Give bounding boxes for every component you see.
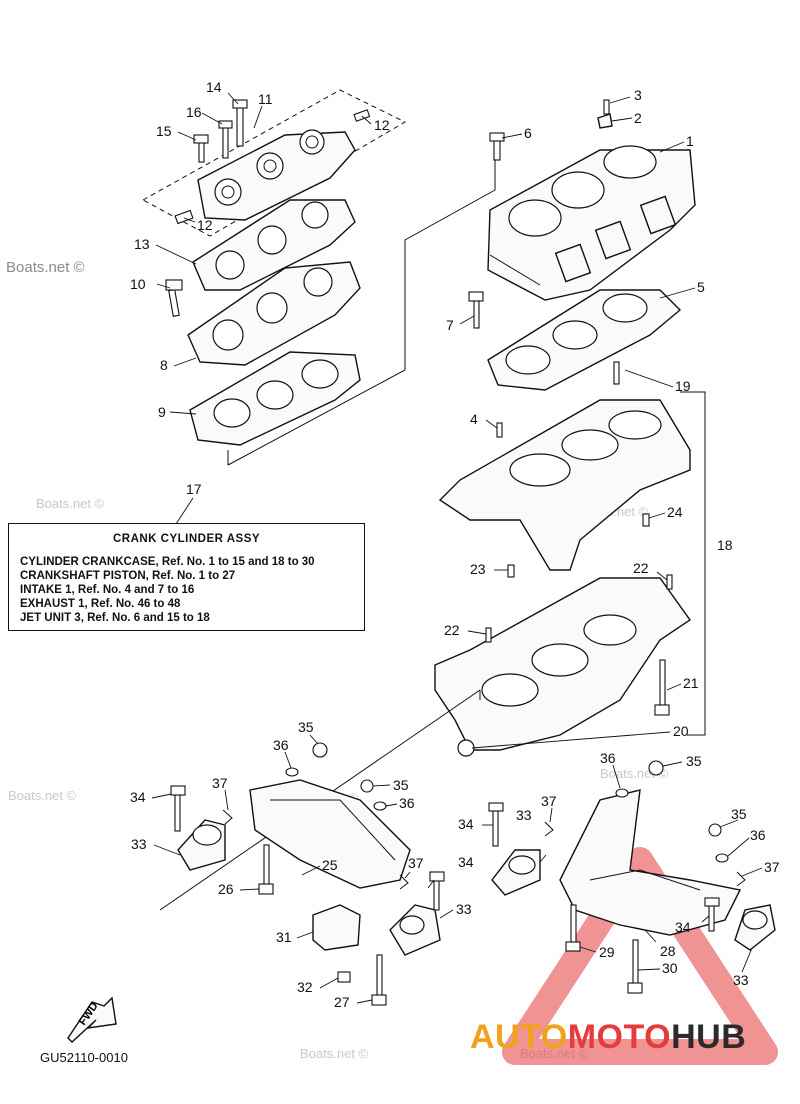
callout-number: 28 <box>660 943 676 959</box>
leader-lines <box>151 92 763 1004</box>
callout-number: 37 <box>212 775 228 791</box>
callout-number: 35 <box>393 777 409 793</box>
callout-number: 33 <box>131 836 147 852</box>
brand-logo: AUTOMOTOHUB <box>470 1018 746 1057</box>
engine-mount-left <box>170 742 445 1006</box>
callout-number: 22 <box>633 560 649 576</box>
callout-number: 31 <box>276 929 292 945</box>
callout-number: 35 <box>686 753 702 769</box>
callout-number: 16 <box>186 104 202 120</box>
callout-number: 8 <box>160 357 168 373</box>
callout-number: 13 <box>134 236 150 252</box>
watermark: Boats.net © <box>300 1046 369 1061</box>
callout-number: 3 <box>634 87 642 103</box>
callout-number: 27 <box>334 994 350 1010</box>
callout-number: 33 <box>456 901 472 917</box>
brand-part-hub: HUB <box>671 1018 747 1056</box>
callout-number: 18 <box>717 537 733 553</box>
callout-number: 22 <box>444 622 460 638</box>
callout-numbers: 1 2 3 4 5 6 7 8 9 10 11 12 12 13 14 15 1… <box>130 79 780 1010</box>
callout-number: 37 <box>764 859 780 875</box>
callout-number: 2 <box>634 110 642 126</box>
assy-title: CRANK CYLINDER ASSY <box>112 533 261 545</box>
callout-number: 37 <box>541 793 557 809</box>
callout-number: 1 <box>686 133 694 149</box>
callout-number: 25 <box>322 857 338 873</box>
callout-number: 36 <box>399 795 415 811</box>
callout-number: 21 <box>683 675 699 691</box>
callout-number: 33 <box>733 972 749 988</box>
intake-manifold-group <box>142 89 496 466</box>
brand-part-auto: AUTO <box>470 1018 568 1056</box>
callout-number: 35 <box>298 719 314 735</box>
callout-number: 15 <box>156 123 172 139</box>
callout-number: 14 <box>206 79 222 95</box>
callout-number: 12 <box>374 117 390 133</box>
callout-number: 11 <box>258 91 273 107</box>
callout-number: 34 <box>458 816 474 832</box>
assy-row: CYLINDER CRANKCASE, Ref. No. 1 to 15 and… <box>20 556 315 568</box>
callout-number: 19 <box>675 378 691 394</box>
callout-number: 32 <box>297 979 313 995</box>
callout-number: 20 <box>673 723 689 739</box>
callout-number: 37 <box>408 855 424 871</box>
assy-row: CRANKSHAFT PISTON, Ref. No. 1 to 27 <box>20 570 236 582</box>
callout-number: 7 <box>446 317 454 333</box>
callout-number: 33 <box>516 807 532 823</box>
callout-number: 17 <box>186 481 202 497</box>
lower-crankcase <box>434 391 706 757</box>
callout-number: 34 <box>130 789 146 805</box>
callout-number: 30 <box>662 960 678 976</box>
callout-number: 36 <box>273 737 289 753</box>
crank-cylinder-assy-box: CRANK CYLINDER ASSY CYLINDER CRANKCASE, … <box>8 523 365 631</box>
callout-number: 12 <box>197 217 213 233</box>
diagram-code: GU52110-0010 <box>40 1050 128 1065</box>
cylinder-block <box>487 99 696 301</box>
watermark: Boats.net © <box>36 496 105 511</box>
upper-crankcase <box>438 361 691 578</box>
engine-mount-right <box>488 760 776 994</box>
callout-number: 36 <box>600 750 616 766</box>
callout-number: 36 <box>750 827 766 843</box>
callout-number: 34 <box>458 854 474 870</box>
callout-number: 24 <box>667 504 683 520</box>
assy-row: INTAKE 1, Ref. No. 4 and 7 to 16 <box>20 584 195 596</box>
callout-number: 26 <box>218 881 234 897</box>
assy-row: EXHAUST 1, Ref. No. 46 to 48 <box>20 598 181 610</box>
callout-number: 35 <box>731 806 747 822</box>
callout-number: 29 <box>599 944 615 960</box>
brand-part-moto: MOTO <box>567 1018 672 1056</box>
watermark: Boats.net © <box>6 259 85 276</box>
callout-number: 23 <box>470 561 486 577</box>
assy-row: JET UNIT 3, Ref. No. 6 and 15 to 18 <box>20 612 210 624</box>
brand-triangle-logo <box>502 847 778 1065</box>
callout-number: 9 <box>158 404 166 420</box>
callout-number: 34 <box>675 919 691 935</box>
callout-number: 5 <box>697 279 705 295</box>
fwd-arrow: FWD <box>67 996 117 1043</box>
callout-number: 6 <box>524 125 532 141</box>
head-gasket <box>468 289 682 391</box>
watermark: Boats.net © <box>8 788 77 803</box>
callout-number: 4 <box>470 411 478 427</box>
callout-number: 10 <box>130 276 146 292</box>
